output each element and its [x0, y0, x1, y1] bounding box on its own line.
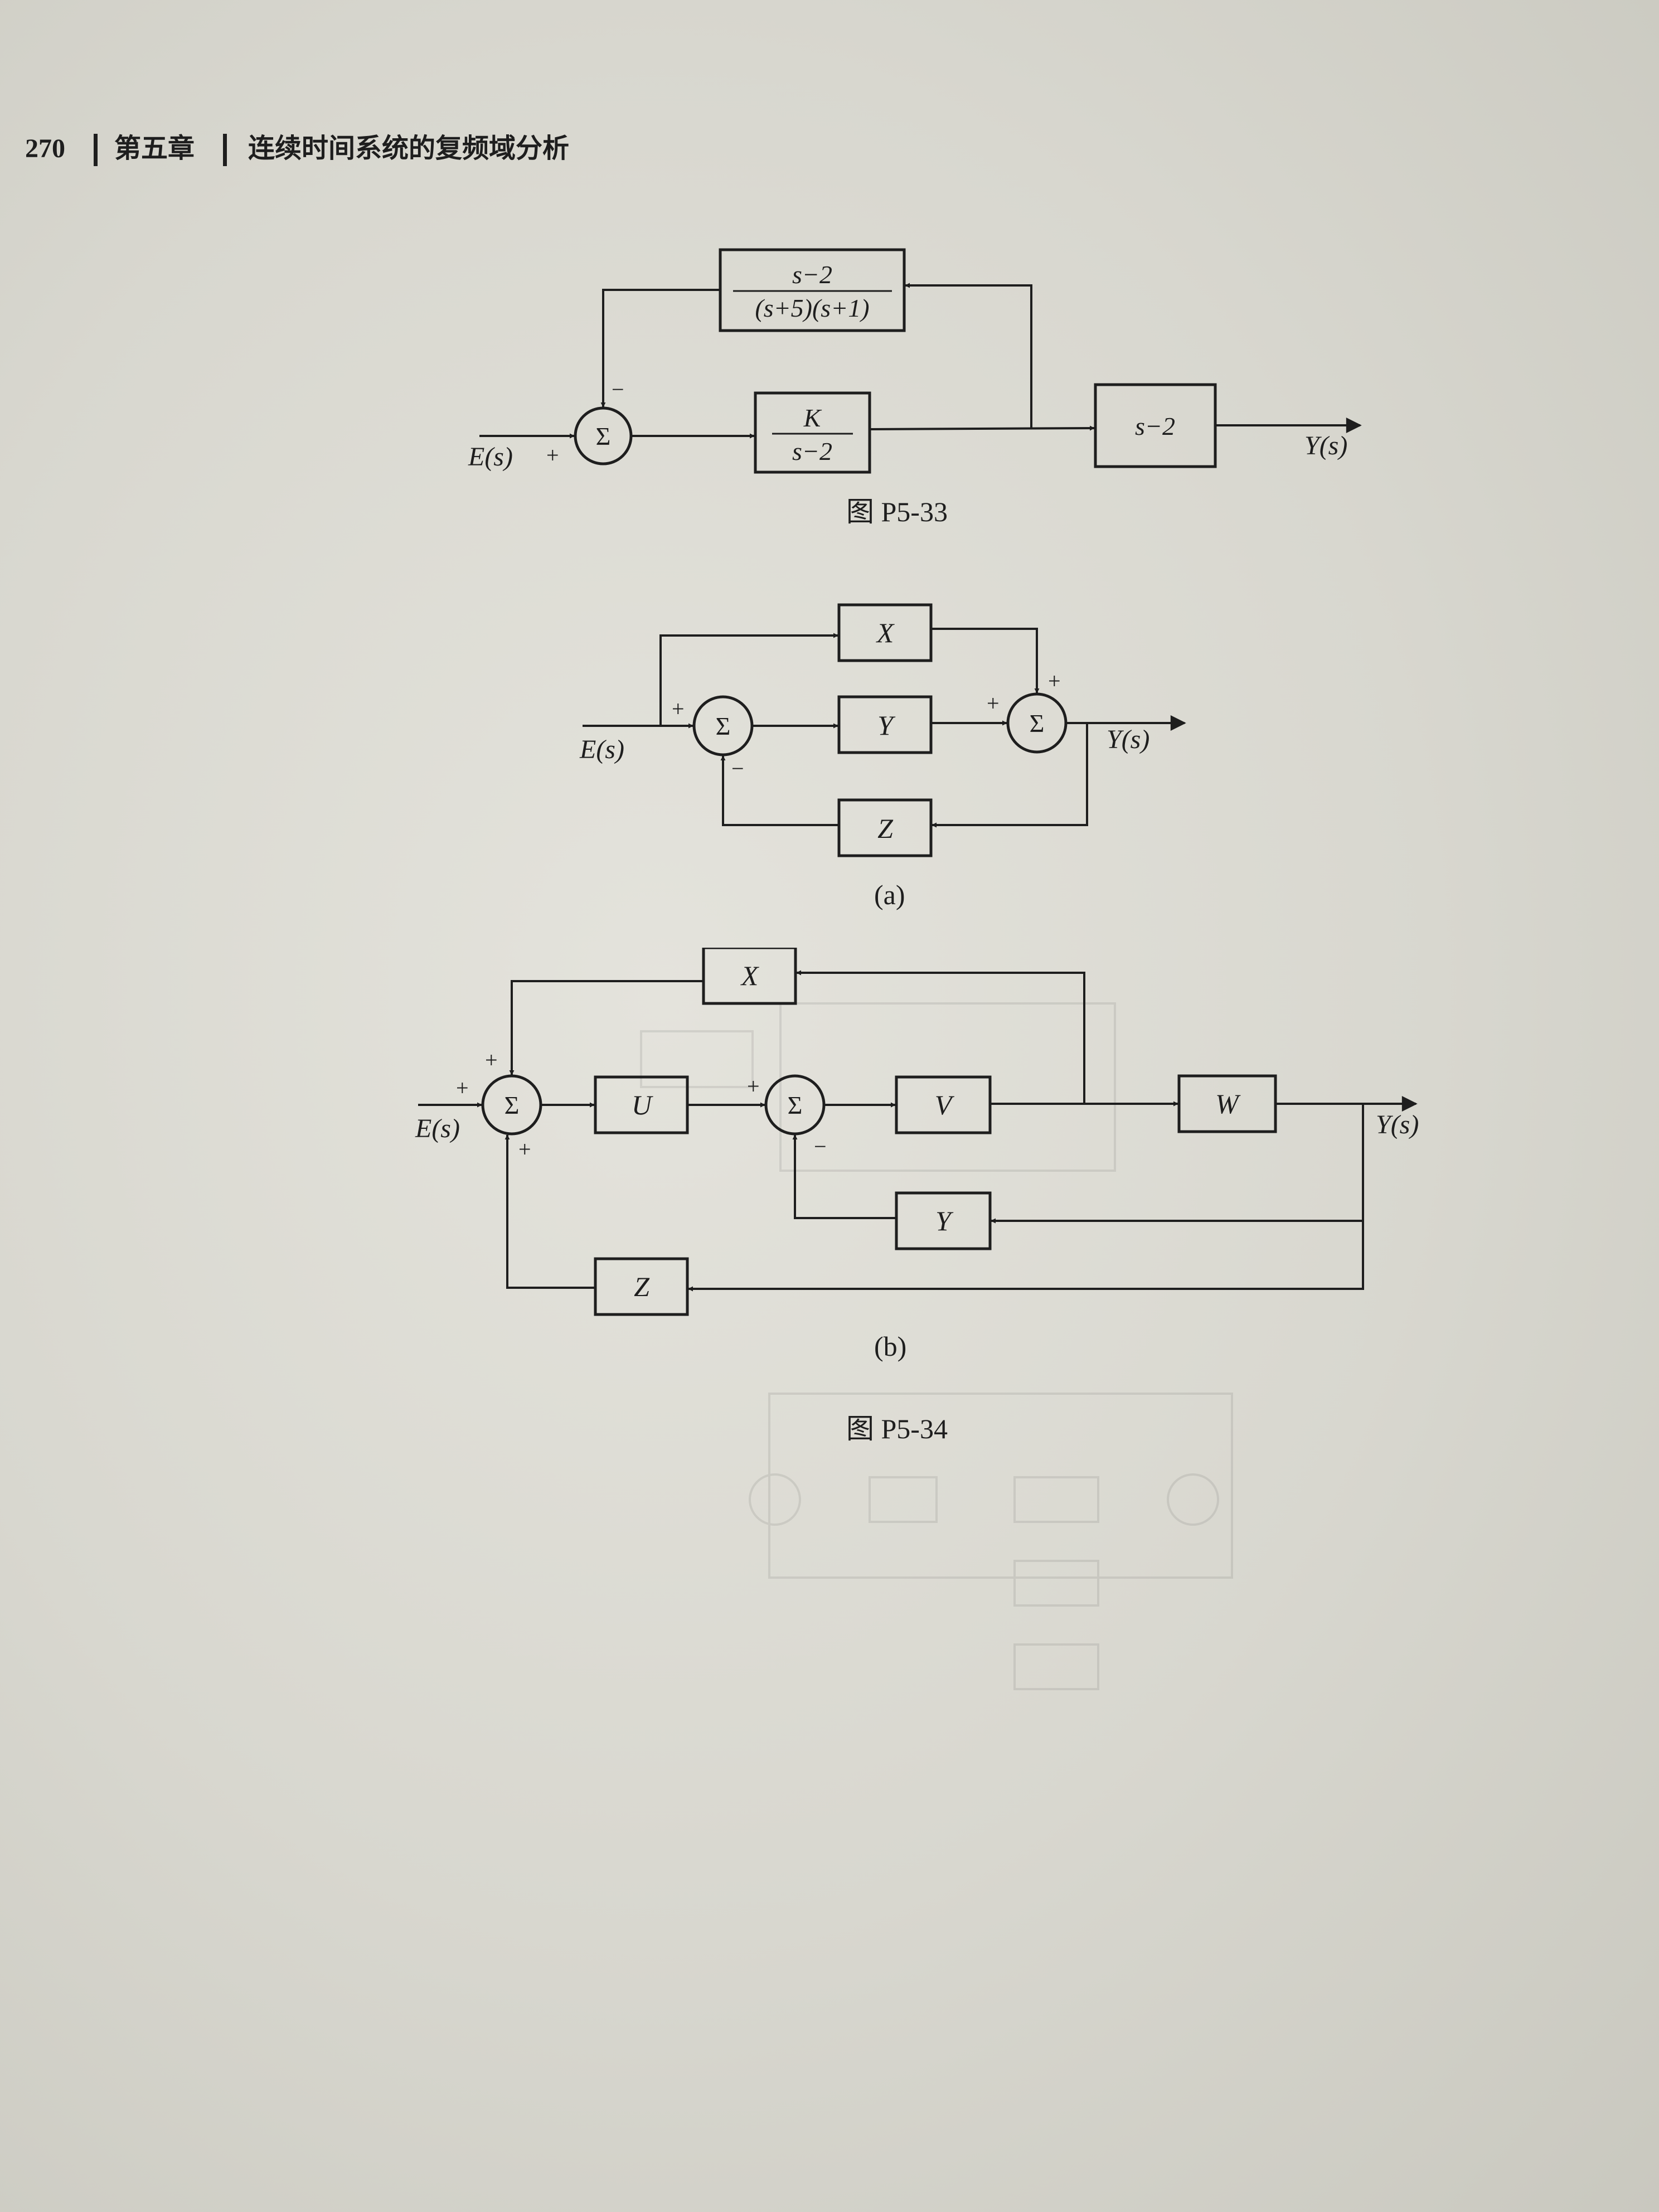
block-z-label: Z: [634, 1271, 650, 1302]
header-divider: [94, 134, 98, 166]
feedback-arrow: [932, 723, 1088, 828]
feedback-takeoff-arrow: [905, 283, 1032, 428]
block-y: [837, 695, 933, 754]
forward-block: [754, 391, 871, 474]
feedback-denominator: (s+5)(s+1): [755, 294, 869, 322]
plus-sign: +: [987, 691, 1000, 716]
block-x: [702, 948, 797, 1005]
block-x-label: X: [876, 617, 895, 648]
plus-sign: +: [485, 1047, 498, 1073]
sum-symbol: Σ: [1030, 709, 1045, 738]
feedback-arrow: [688, 1221, 1364, 1292]
block-x: [837, 603, 933, 662]
forward-denominator: s−2: [792, 437, 832, 465]
subfigure-label: (b): [874, 1331, 906, 1362]
block-z: [837, 798, 933, 857]
forward-numerator: K: [803, 404, 822, 432]
plus-sign: +: [546, 443, 559, 468]
feedback-arrow: [509, 980, 704, 1075]
block-z-label: Z: [877, 813, 894, 844]
sum-symbol: Σ: [505, 1091, 520, 1119]
chapter-number: 第五章: [114, 133, 195, 163]
feedback-numerator: s−2: [792, 260, 832, 289]
block-x-label: X: [740, 960, 760, 991]
feedback-arrow: [505, 1134, 595, 1289]
minus-sign: −: [612, 377, 624, 402]
subfigure-label: (a): [874, 879, 905, 910]
block-w-label: W: [1215, 1088, 1241, 1119]
plus-sign: +: [456, 1075, 469, 1100]
sum-symbol: Σ: [716, 712, 731, 740]
feedback-arrow: [796, 970, 1085, 1104]
output-label: Y(s): [1304, 431, 1347, 460]
signal-arrow: [659, 633, 838, 726]
header-divider: [223, 134, 227, 166]
block-v-label: V: [935, 1089, 955, 1120]
input-label: E(s): [579, 735, 624, 764]
signal-arrow: [931, 628, 1040, 693]
block-y: [895, 1191, 992, 1250]
input-label: E(s): [415, 1114, 460, 1143]
minus-sign: −: [814, 1134, 827, 1159]
plus-sign: +: [672, 696, 685, 721]
output-label: Y(s): [1107, 725, 1149, 754]
figure-caption: 图 P5-34: [846, 1413, 948, 1444]
plus-sign: +: [747, 1074, 760, 1099]
feedback-arrow: [720, 755, 839, 826]
signal-arrow: [869, 425, 1095, 431]
figure-p5-34-a: X Y Z Σ Σ E(s) Y(s) + − + + (a): [579, 603, 1186, 910]
feedback-arrow: [991, 1104, 1364, 1224]
figure-p5-34-b: X U V W Y Z Σ Σ E(s) Y(s) + + + +: [415, 948, 1419, 1444]
block-y-label: Y: [935, 1205, 954, 1236]
figure-p5-33: s−2 (s+5)(s+1) K s−2 s−2 Σ E(s) Y(s) + −…: [468, 248, 1362, 527]
plus-sign: +: [1048, 668, 1061, 693]
feedback-arrow: [792, 1134, 896, 1219]
block-y-label: Y: [877, 710, 896, 741]
page-header: 270 第五章 连续时间系统的复频域分析: [25, 133, 569, 166]
block-u-label: U: [632, 1089, 653, 1120]
sum-symbol: Σ: [788, 1091, 803, 1119]
input-label: E(s): [468, 442, 513, 472]
minus-sign: −: [731, 756, 744, 781]
sum-symbol: Σ: [596, 422, 611, 450]
output-block-label: s−2: [1135, 412, 1175, 440]
page-number: 270: [25, 134, 65, 163]
figure-caption: 图 P5-33: [846, 496, 948, 527]
chapter-title: 连续时间系统的复频域分析: [248, 134, 569, 163]
feedback-return-arrow: [600, 289, 720, 408]
plus-sign: +: [518, 1137, 531, 1162]
output-label: Y(s): [1376, 1110, 1419, 1139]
